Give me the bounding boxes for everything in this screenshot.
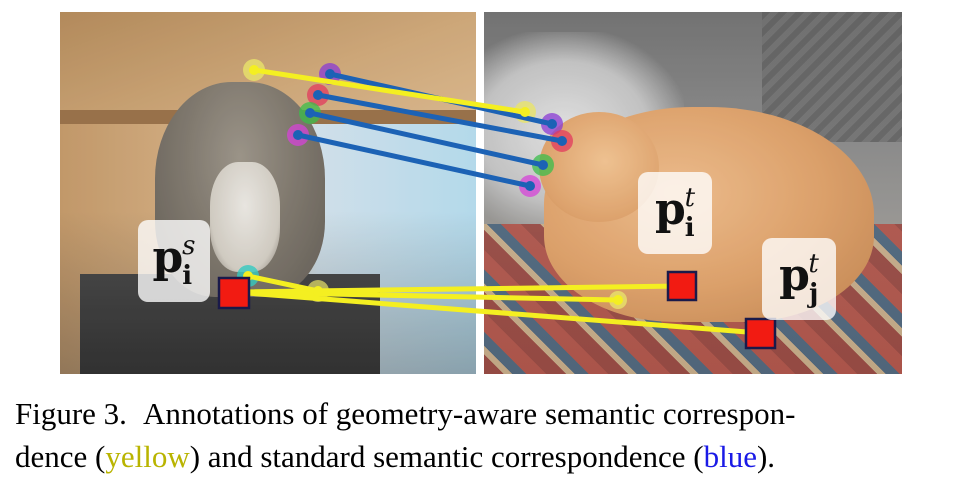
source-point-label: pis [138,220,210,302]
keypoint-dots [243,65,623,305]
yellow-line [231,289,763,336]
blue-line [315,92,565,144]
target-point-i-label: pit [638,172,712,254]
blue-correspondence-lines [295,71,565,189]
blue-line [295,132,533,189]
target-point-j-label: pjt [762,238,836,320]
target-point-i-square [666,270,698,302]
keypoint-markers-right [514,101,627,309]
yellow-correspondence-lines [231,67,763,336]
yellow-line [251,67,528,115]
yellow-line [245,273,321,294]
caption-text-1: Annotations of geometry-aware semantic c… [142,396,796,431]
figure-caption: Figure 3. Annotations of geometry-aware s… [15,392,955,478]
caption-line-2: dence (yellow) and standard semantic cor… [15,439,776,474]
figure-label: Figure 3. [15,396,127,431]
red-square-markers [217,270,777,350]
yellow-word: yellow [105,439,190,474]
yellow-line [231,289,621,303]
source-point-square [217,276,251,310]
tabby-cat-chest [210,162,280,272]
blue-line [307,110,546,168]
blue-word: blue [703,439,757,474]
caption-line-1: Figure 3. Annotations of geometry-aware s… [15,392,955,435]
target-point-j-square [744,317,777,350]
